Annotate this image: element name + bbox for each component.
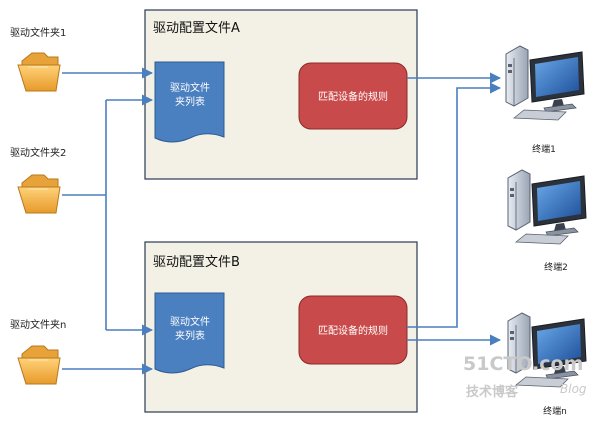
driver-list-text-b-line2: 夹列表 [175,329,205,342]
terminal-2: 终端2 [507,169,587,273]
driver-list-text-a-line2: 夹列表 [175,95,205,108]
folder-1: 驱动文件夹1 [10,26,66,92]
terminal-label-1: 终端1 [532,143,556,155]
folder-2: 驱动文件夹2 [10,146,66,214]
computer-icon [505,45,585,121]
terminal-label-n: 终端n [543,405,567,417]
connector-rule-b-terminal1 [407,82,502,328]
driver-list-text-a-line1: 驱动文件 [170,81,210,94]
computer-icon [507,169,587,245]
terminal-label-2: 终端2 [544,261,568,273]
terminal-1: 终端1 [505,45,585,155]
folder-icon [17,345,61,385]
config-title-b: 驱动配置文件B [153,255,240,270]
rule-text-a: 匹配设备的规则 [318,90,388,103]
watermark: 51CTO.com 技术博客 Blog [463,353,587,400]
connectors [62,67,502,375]
driver-list-doc-a: 驱动文件 夹列表 [154,61,225,143]
rule-box-b: 匹配设备的规则 [298,295,408,365]
folder-label-1: 驱动文件夹1 [10,26,66,39]
watermark-blog: Blog [560,382,587,396]
computer-icon [507,312,587,388]
folder-icon [17,52,61,92]
folder-label-n: 驱动文件夹n [10,318,66,331]
folder-n: 驱动文件夹n [10,318,66,385]
driver-list-text-b-line1: 驱动文件 [170,315,210,328]
watermark-sub: 技术博客 [466,384,519,400]
driver-list-doc-b: 驱动文件 夹列表 [154,292,225,374]
terminal-n: 终端n [507,312,587,417]
folder-icon [17,174,61,214]
config-title-a: 驱动配置文件A [153,21,240,36]
rule-box-a: 匹配设备的规则 [298,62,408,130]
rule-text-b: 匹配设备的规则 [318,324,388,337]
folder-label-2: 驱动文件夹2 [10,146,66,159]
watermark-main: 51CTO.com [463,353,583,375]
